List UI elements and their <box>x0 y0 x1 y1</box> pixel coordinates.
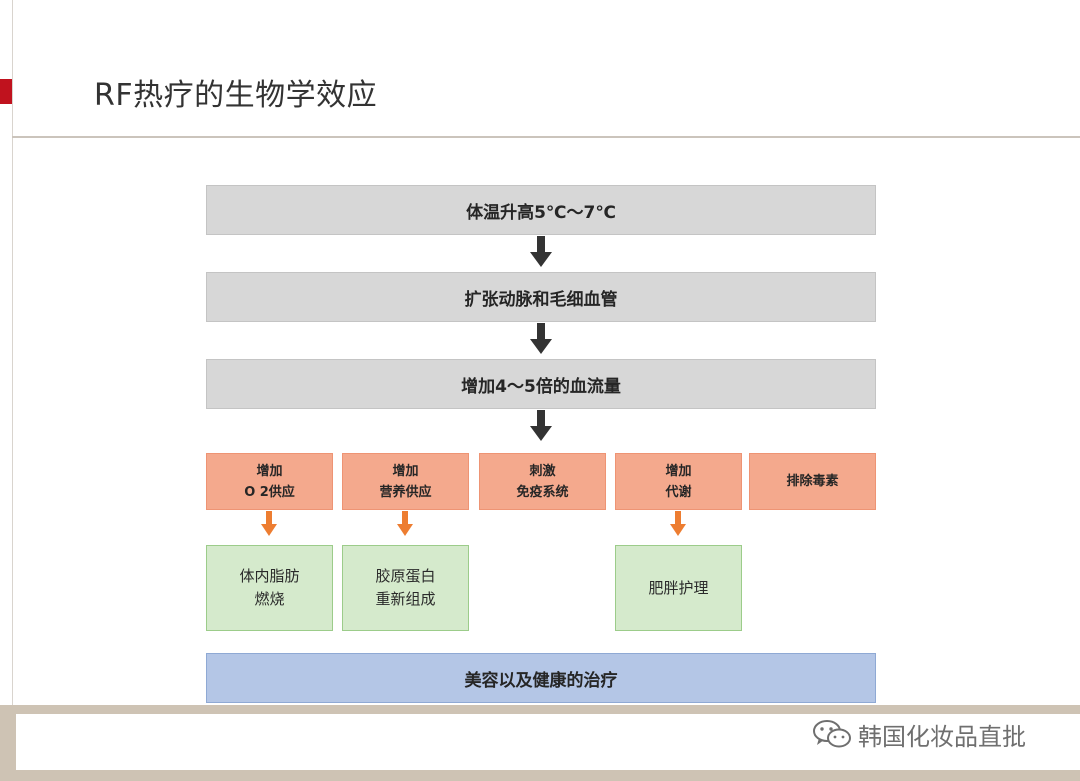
branch-detox: 排除毒素 <box>749 453 876 510</box>
step-blood-flow: 增加4～5倍的血流量 <box>206 359 876 409</box>
step-body-temperature: 体温升高5℃～7℃ <box>206 185 876 235</box>
page-title: RF热疗的生物学效应 <box>94 78 378 113</box>
outcome-beauty-health: 美容以及健康的治疗 <box>206 653 876 703</box>
branch-label: 排除毒素 <box>786 474 839 489</box>
branch-label: 免疫系统 <box>516 484 569 500</box>
branch-label: O 2供应 <box>244 484 295 500</box>
result-fat-burning: 体内脂肪 燃烧 <box>206 545 333 631</box>
result-label: 胶原蛋白 <box>375 567 436 585</box>
footer-card <box>16 714 1080 770</box>
down-arrow-icon <box>530 236 552 267</box>
header-divider <box>12 136 1080 138</box>
down-arrow-icon <box>397 511 413 536</box>
down-arrow-icon <box>530 323 552 354</box>
down-arrow-icon <box>261 511 277 536</box>
result-collagen-rebuild: 胶原蛋白 重新组成 <box>342 545 469 631</box>
branch-label: 代谢 <box>665 484 692 500</box>
left-border-line <box>12 0 13 705</box>
wechat-icon <box>813 720 851 748</box>
branch-nutrient-supply: 增加 营养供应 <box>342 453 469 510</box>
down-arrow-icon <box>670 511 686 536</box>
title-accent-mark <box>0 79 12 104</box>
branch-immune-system: 刺激 免疫系统 <box>479 453 606 510</box>
step-dilate-vessels: 扩张动脉和毛细血管 <box>206 272 876 322</box>
result-label: 肥胖护理 <box>648 578 709 597</box>
result-obesity-care: 肥胖护理 <box>615 545 742 631</box>
result-label: 重新组成 <box>375 590 436 608</box>
branch-label: 增加 <box>665 463 692 479</box>
branch-metabolism: 增加 代谢 <box>615 453 742 510</box>
branch-label: 营养供应 <box>379 484 432 500</box>
branch-label: 增加 <box>256 463 283 479</box>
down-arrow-icon <box>530 410 552 441</box>
result-label: 燃烧 <box>254 590 285 608</box>
branch-oxygen-supply: 增加 O 2供应 <box>206 453 333 510</box>
branch-label: 增加 <box>392 463 419 479</box>
watermark-text: 韩国化妆品直批 <box>858 722 1026 751</box>
result-label: 体内脂肪 <box>239 567 300 585</box>
watermark: 韩国化妆品直批 <box>812 718 1026 751</box>
branch-label: 刺激 <box>529 463 556 479</box>
